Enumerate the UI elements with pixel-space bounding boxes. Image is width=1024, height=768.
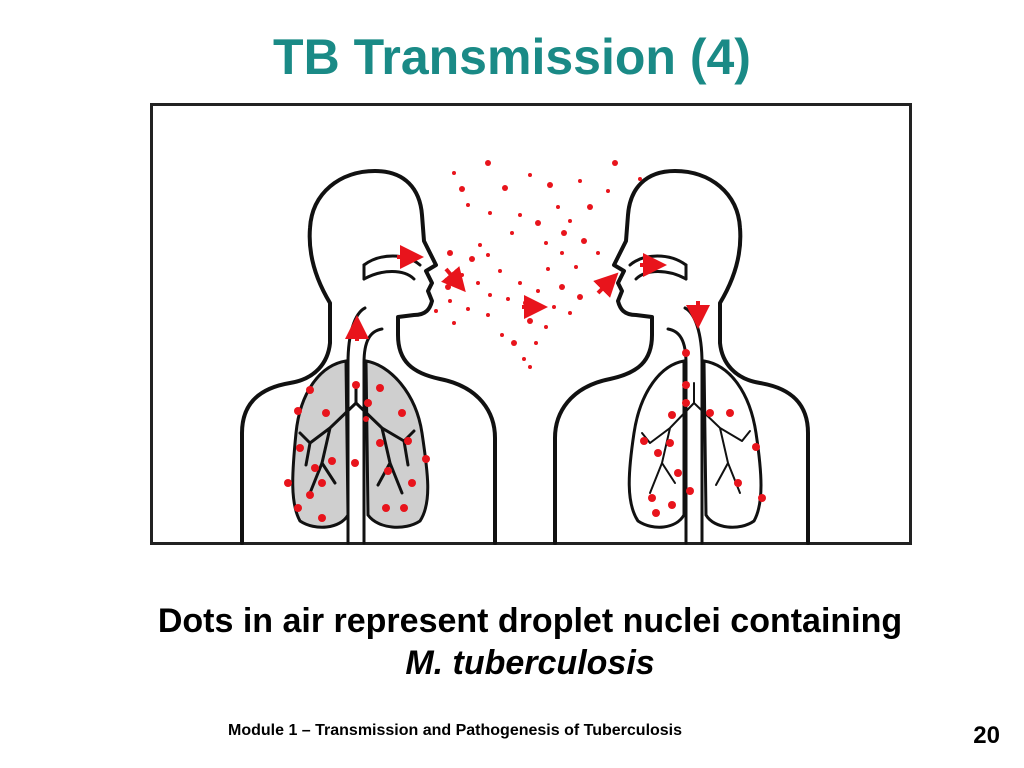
slide-caption: Dots in air represent droplet nuclei con… [0,600,1024,684]
inhale-arrows [640,253,710,329]
infected-person-figure [240,169,497,545]
slide-title: TB Transmission (4) [273,29,751,85]
exposed-lung-droplets [640,349,766,517]
exhale-arrows [345,245,424,341]
exposed-lungs [627,359,763,529]
page-number: 20 [973,722,1000,749]
caption-line-1: Dots in air represent droplet nuclei con… [157,602,903,640]
airborne-direction-arrows [441,266,619,319]
illustration-frame [150,103,912,545]
tb-transmission-illustration [150,103,912,545]
infected-lung-droplets [284,381,430,522]
footer-module-title: Module 1 – Transmission and Pathogenesis… [228,722,683,739]
airborne-droplet-nuclei [434,160,642,369]
organism-name: M. tuberculosis [405,644,655,682]
